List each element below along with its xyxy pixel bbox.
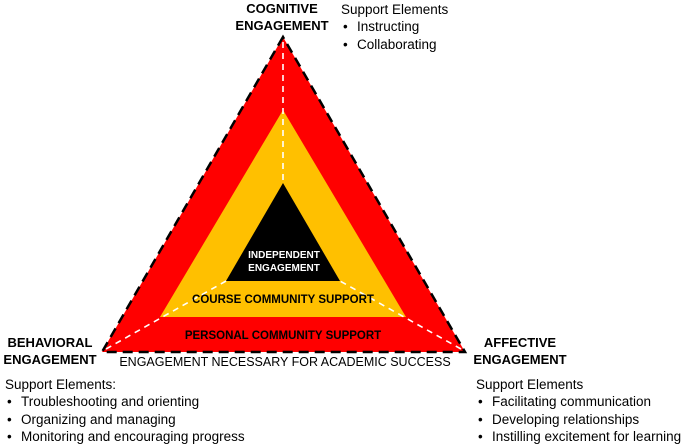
affective-label-line1: AFFECTIVE bbox=[483, 335, 557, 350]
list-item: Collaborating bbox=[341, 36, 448, 54]
independent-engagement-label-1: INDEPENDENT bbox=[248, 250, 320, 261]
behavioral-engagement-label: BEHAVIORAL ENGAGEMENT bbox=[0, 334, 100, 368]
affective-support-title: Support Elements bbox=[476, 377, 584, 392]
behavioral-label-line2: ENGAGEMENT bbox=[3, 352, 97, 367]
cognitive-support-title: Support Elements bbox=[341, 2, 449, 17]
list-item: Troubleshooting and orienting bbox=[5, 393, 245, 411]
behavioral-support-title: Support Elements: bbox=[5, 377, 117, 392]
course-community-support-label: COURSE COMMUNITY SUPPORT bbox=[192, 294, 374, 306]
list-item: Organizing and managing bbox=[5, 411, 245, 429]
behavioral-label-line1: BEHAVIORAL bbox=[7, 335, 93, 350]
base-label: ENGAGEMENT NECESSARY FOR ACADEMIC SUCCES… bbox=[119, 355, 451, 369]
behavioral-support-block: Support Elements: Troubleshooting and or… bbox=[5, 376, 245, 446]
cognitive-label-line2: ENGAGEMENT bbox=[235, 18, 329, 33]
axis-line-right bbox=[339, 280, 462, 350]
behavioral-support-list: Troubleshooting and orienting Organizing… bbox=[5, 393, 245, 446]
affective-label-line2: ENGAGEMENT bbox=[473, 352, 567, 367]
independent-engagement-core bbox=[226, 183, 340, 281]
list-item: Facilitating communication bbox=[476, 393, 681, 411]
list-item: Monitoring and encouraging progress bbox=[5, 428, 245, 446]
independent-engagement-label-2: ENGAGEMENT bbox=[248, 263, 320, 274]
cognitive-engagement-label: COGNITIVE ENGAGEMENT bbox=[222, 0, 342, 34]
affective-engagement-label: AFFECTIVE ENGAGEMENT bbox=[470, 334, 570, 368]
list-item: Instilling excitement for learning bbox=[476, 428, 681, 446]
dashed-axis-lines bbox=[105, 42, 462, 350]
affective-support-list: Facilitating communication Developing re… bbox=[476, 393, 681, 446]
cognitive-support-list: Instructing Collaborating bbox=[341, 18, 448, 53]
axis-line-left bbox=[105, 280, 227, 350]
cognitive-support-block: Support Elements Instructing Collaborati… bbox=[341, 1, 448, 53]
list-item: Instructing bbox=[341, 18, 448, 36]
personal-community-support-label: PERSONAL COMMUNITY SUPPORT bbox=[185, 330, 381, 342]
cognitive-label-line1: COGNITIVE bbox=[246, 1, 318, 16]
affective-support-block: Support Elements Facilitating communicat… bbox=[476, 376, 681, 446]
list-item: Developing relationships bbox=[476, 411, 681, 429]
